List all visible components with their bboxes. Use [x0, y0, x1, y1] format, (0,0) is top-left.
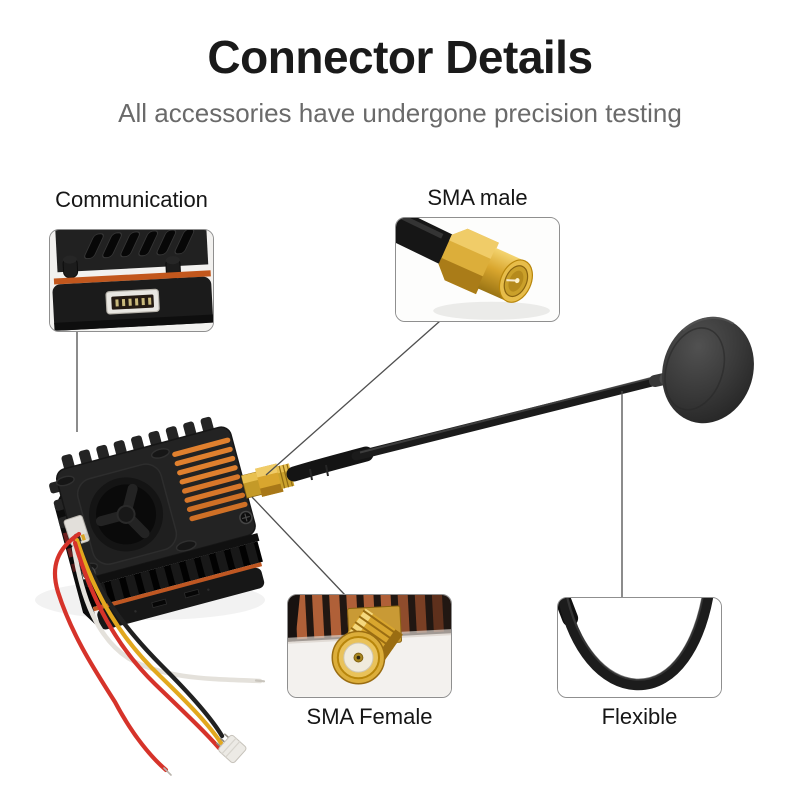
sma-male-label: SMA male [427, 185, 528, 210]
wire-black [73, 533, 225, 739]
sma-female-label: SMA Female [306, 704, 433, 729]
wire-red-long [52, 531, 169, 773]
gold-sma-connector-pair [240, 463, 295, 499]
antenna-cable [351, 375, 665, 461]
sma-male-callout-box [395, 217, 560, 322]
sma-female-leader-line [251, 496, 346, 596]
cooling-fan-emblem [76, 463, 178, 565]
sma-male-photo [396, 218, 559, 321]
wire-yellow [74, 537, 224, 746]
vtx-module [49, 416, 265, 630]
communication-callout-box [49, 229, 214, 332]
flexible-label: Flexible [601, 704, 678, 729]
communication-port-photo [50, 230, 213, 331]
sma-male-connector [438, 228, 533, 303]
communication-label: Communication [55, 187, 208, 212]
flexible-cable-photo [558, 598, 721, 697]
wire-red-short [72, 540, 222, 751]
communication-port [105, 288, 160, 315]
antenna [286, 316, 754, 482]
page-subtitle: All accessories have undergone precision… [118, 98, 682, 128]
mushroom-antenna-cap [662, 316, 754, 424]
sma-female-photo [288, 595, 451, 697]
page-title: Connector Details [207, 31, 593, 83]
sma-female-connector [331, 608, 403, 685]
leader-lines [76, 320, 623, 598]
orange-heatsink-fins [172, 437, 248, 522]
wire-harness [52, 515, 266, 776]
sma-male-leader-line [265, 320, 441, 476]
flexible-callout-box [557, 597, 722, 698]
jst-plug [216, 733, 247, 764]
sma-female-callout-box [287, 594, 452, 698]
wire-white [71, 545, 263, 684]
accent-stripe [92, 562, 263, 612]
